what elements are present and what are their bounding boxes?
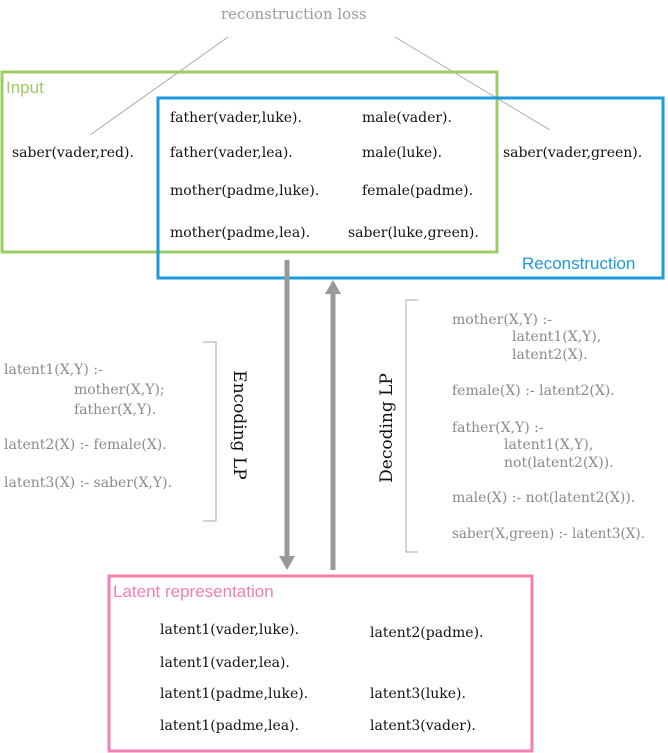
reconstruction-only-fact: saber(vader,green). bbox=[503, 145, 643, 161]
decoding-bracket bbox=[405, 299, 418, 553]
shared-fact: father(vader,lea). bbox=[170, 145, 293, 161]
shared-fact: mother(padme,luke). bbox=[170, 183, 320, 199]
shared-fact: mother(padme,lea). bbox=[170, 225, 311, 241]
decoding-rule: latent2(X). bbox=[512, 347, 588, 363]
latent-fact: latent1(padme,lea). bbox=[160, 718, 300, 734]
input-only-fact: saber(vader,red). bbox=[12, 145, 134, 161]
decoding-rule: mother(X,Y) :- bbox=[452, 312, 552, 328]
decoding-rule: female(X) :- latent2(X). bbox=[452, 383, 615, 399]
decoding-rule: father(X,Y) :- bbox=[452, 420, 544, 436]
decoding-rule: latent1(X,Y), bbox=[504, 437, 594, 453]
decoding-rule: not(latent2(X)). bbox=[504, 455, 614, 471]
encoding-title: Encoding LP bbox=[229, 370, 249, 480]
decoding-arrowhead bbox=[325, 280, 341, 294]
reconstruction-loss-label: reconstruction loss bbox=[221, 5, 367, 23]
encoding-arrowhead bbox=[279, 556, 295, 570]
latent-fact: latent3(luke). bbox=[370, 686, 466, 702]
latent-fact: latent2(padme). bbox=[370, 625, 484, 641]
shared-fact: male(luke). bbox=[362, 145, 443, 161]
encoding-rule: latent2(X) :- female(X). bbox=[4, 437, 167, 453]
latent-fact: latent1(vader,luke). bbox=[160, 622, 300, 638]
loss-line-right bbox=[394, 36, 551, 131]
loss-line-left bbox=[89, 36, 229, 136]
encoding-bracket bbox=[203, 341, 217, 522]
input-label: Input bbox=[6, 78, 44, 97]
decoding-rule: saber(X,green) :- latent3(X). bbox=[452, 526, 645, 542]
shared-fact: male(vader). bbox=[362, 110, 452, 126]
shared-fact: saber(luke,green). bbox=[348, 225, 479, 241]
decoding-rule: latent1(X,Y), bbox=[512, 329, 602, 345]
encoding-rule: father(X,Y). bbox=[74, 402, 157, 418]
latent-box bbox=[107, 574, 534, 753]
latent-fact: latent1(padme,luke). bbox=[160, 686, 309, 702]
encoding-rule: mother(X,Y); bbox=[74, 382, 165, 398]
shared-fact: female(padme). bbox=[362, 183, 474, 199]
reconstruction-label: Reconstruction bbox=[522, 254, 636, 273]
encoding-rule: latent3(X) :- saber(X,Y). bbox=[4, 475, 173, 491]
input-box bbox=[0, 70, 499, 254]
reconstruction-box bbox=[156, 96, 665, 280]
latent-fact: latent1(vader,lea). bbox=[160, 655, 290, 671]
encoding-rule: latent1(X,Y) :- bbox=[4, 362, 103, 378]
decoding-rule: male(X) :- not(latent2(X)). bbox=[452, 490, 636, 506]
decoding-title: Decoding LP bbox=[377, 373, 397, 483]
shared-fact: father(vader,luke). bbox=[170, 110, 302, 126]
latent-label: Latent representation bbox=[113, 582, 274, 601]
latent-fact: latent3(vader). bbox=[370, 718, 476, 734]
